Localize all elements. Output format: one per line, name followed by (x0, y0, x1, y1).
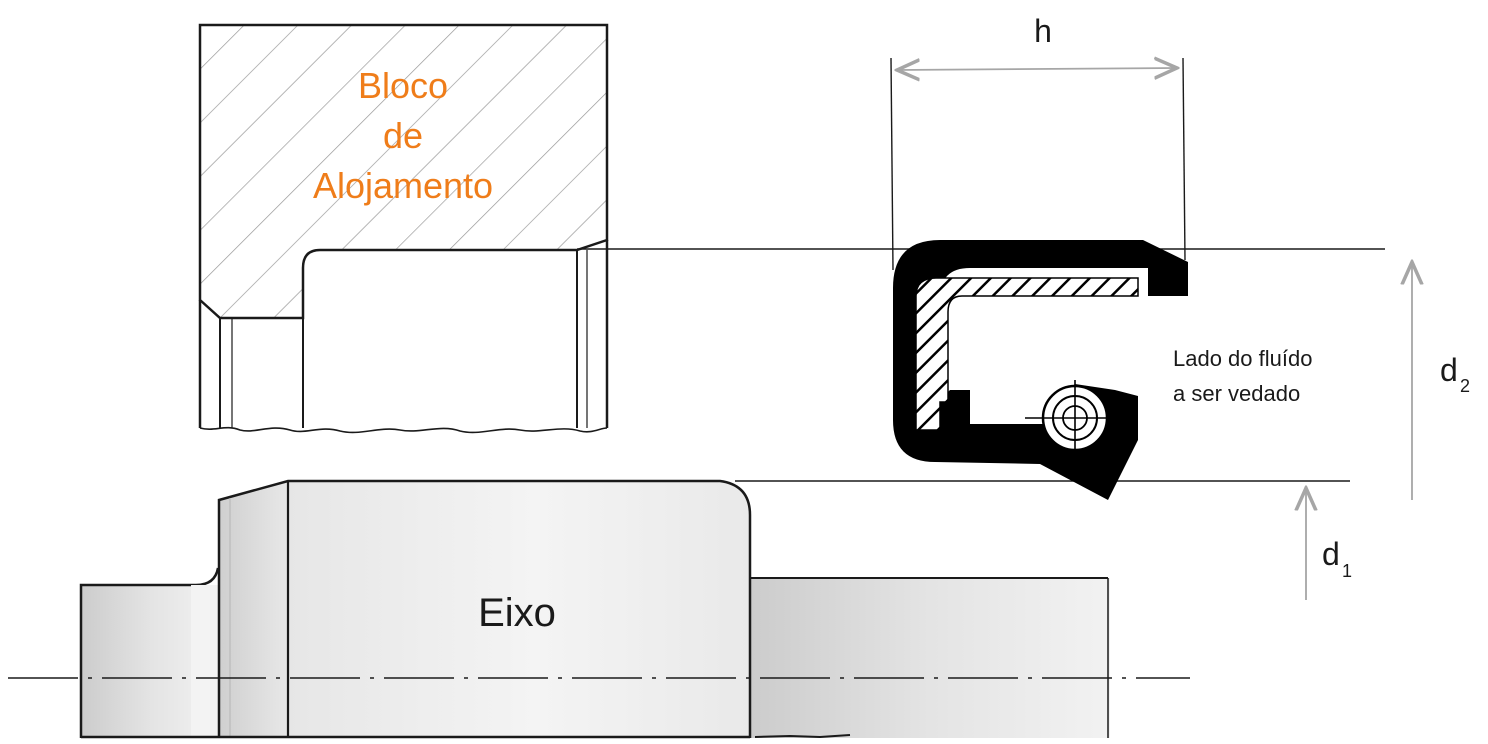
shaft-label: Eixo (478, 591, 556, 635)
dimension-h-label: h (1034, 13, 1052, 49)
housing-label-line-3: Alojamento (313, 165, 493, 206)
fluid-side-label-line-1: Lado do fluído (1173, 346, 1312, 371)
housing-label-line-1: Bloco (358, 65, 448, 106)
dimension-d2-label: d (1440, 352, 1458, 388)
dimension-d2-subscript: 2 (1460, 376, 1470, 396)
housing-label-line-2: de (383, 115, 423, 156)
dimension-d1-label: d (1322, 536, 1340, 572)
fluid-side-label-line-2: a ser vedado (1173, 381, 1300, 406)
dimension-d1-subscript: 1 (1342, 561, 1352, 581)
housing-block (198, 23, 609, 434)
dimension-h (890, 58, 1186, 271)
shaft (79, 479, 1110, 739)
lip-seal (893, 240, 1188, 500)
